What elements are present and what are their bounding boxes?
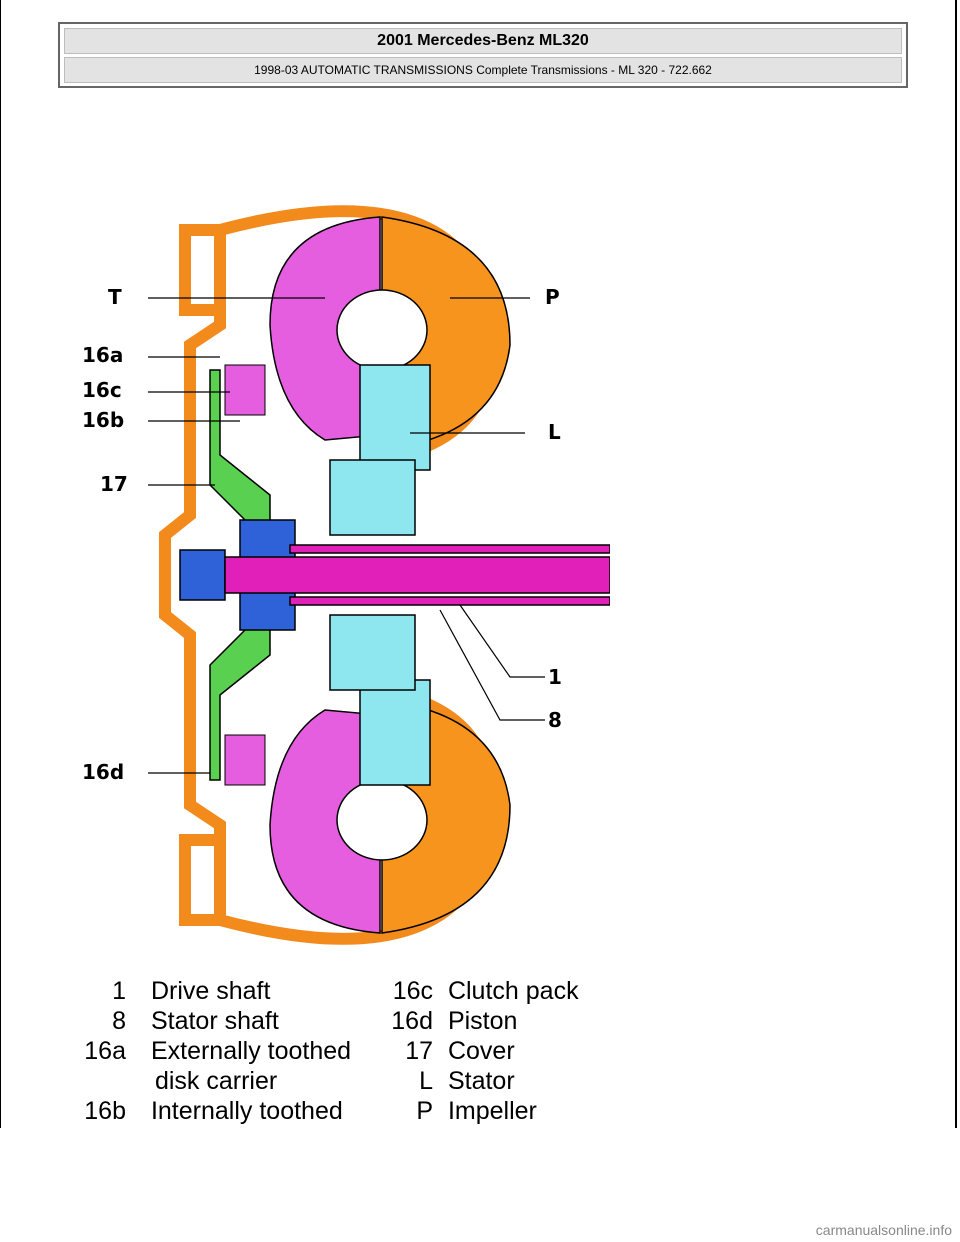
stator [329,364,431,786]
piston [209,369,271,781]
page-frame [0,0,957,1128]
callout-16d: 16d [82,760,125,784]
legend-item: 1 Drive shaft [112,977,271,1005]
fluid-core [336,289,428,861]
callout-17: 17 [100,472,128,496]
legend-item: 8 Stator shaft [112,1007,279,1035]
callout-T: T [108,285,122,309]
callout-1: 1 [548,665,562,689]
legend-item: disk carrier [154,1067,278,1095]
legend-item: 16b Internally toothed [84,1097,343,1125]
callout-P: P [545,285,560,309]
footer-watermark: carmanualsonline.info [815,1222,952,1238]
legend-item: 16d Piston [391,1007,518,1035]
hub [179,519,296,631]
turbine [269,216,381,934]
callout-L: L [548,420,561,444]
document-header: 2001 Mercedes-Benz ML320 1998-03 AUTOMAT… [58,22,908,88]
torque-converter-diagram [148,205,610,945]
document-title: 2001 Mercedes-Benz ML320 [64,28,902,54]
legend-item: L Stator [419,1067,515,1095]
clutch-pack [224,364,266,786]
legend-item: P Impeller [416,1097,537,1125]
legend-item: 16a Externally toothed [84,1037,352,1065]
callout-8: 8 [548,708,562,732]
callout-16c: 16c [82,378,122,402]
document-subtitle: 1998-03 AUTOMATIC TRANSMISSIONS Complete… [64,57,902,83]
legend-item: 17 Cover [405,1037,515,1065]
callout-16b: 16b [82,408,125,432]
legend-item: 16c Clutch pack [392,977,579,1005]
leader-lines [148,297,545,774]
drive-shaft [224,544,610,606]
callout-16a: 16a [82,343,124,367]
